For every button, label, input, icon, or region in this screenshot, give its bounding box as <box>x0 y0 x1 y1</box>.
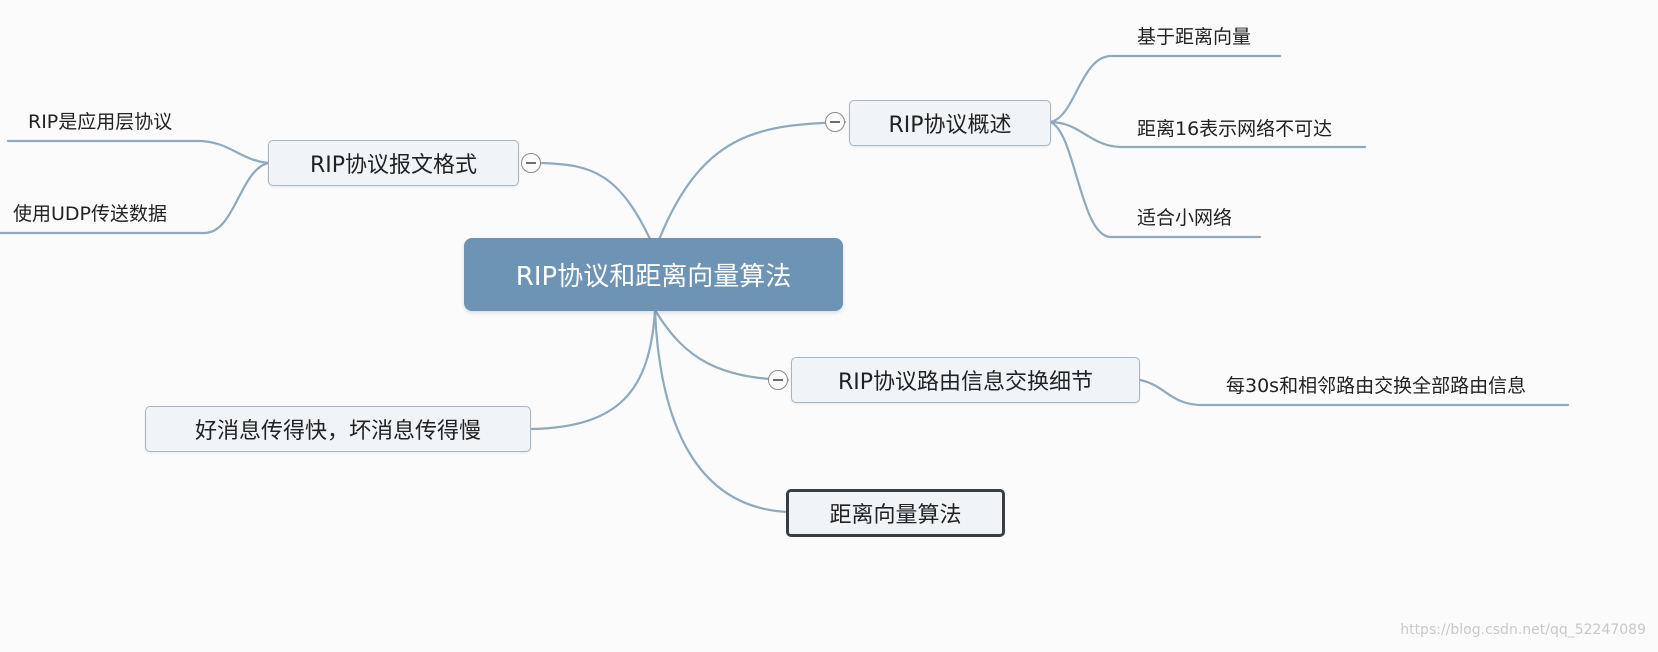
leaf-overview-3[interactable]: 适合小网络 <box>1137 203 1232 230</box>
topic-exchange[interactable]: RIP协议路由信息交换细节 <box>791 357 1140 403</box>
central-topic-label: RIP协议和距离向量算法 <box>515 262 792 292</box>
collapse-minus-icon[interactable] <box>768 370 788 390</box>
leaf-format-2-label: 使用UDP传送数据 <box>13 203 167 225</box>
connector-overview-leaf-1 <box>1048 54 1282 124</box>
connector-format-leaf-2 <box>0 161 270 235</box>
connector-format-leaf-1 <box>6 139 270 165</box>
leaf-format-1[interactable]: RIP是应用层协议 <box>28 107 172 134</box>
leaf-exchange-1[interactable]: 每30s和相邻路由交换全部路由信息 <box>1226 371 1526 398</box>
central-topic[interactable]: RIP协议和距离向量算法 <box>464 238 843 311</box>
topic-news-label: 好消息传得快，坏消息传得慢 <box>194 419 481 444</box>
connector-exchange-leaf-1 <box>1138 378 1570 407</box>
connector-central-news <box>530 308 657 431</box>
leaf-exchange-1-label: 每30s和相邻路由交换全部路由信息 <box>1226 375 1527 397</box>
topic-algorithm[interactable]: 距离向量算法 <box>786 489 1005 537</box>
topic-format[interactable]: RIP协议报文格式 <box>268 140 519 186</box>
collapse-minus-icon[interactable] <box>521 153 541 173</box>
watermark: https://blog.csdn.net/qq_52247089 <box>1400 622 1646 638</box>
connector-central-algorithm <box>653 308 790 514</box>
leaf-format-2[interactable]: 使用UDP传送数据 <box>13 199 167 226</box>
leaf-overview-1[interactable]: 基于距离向量 <box>1137 22 1251 49</box>
connector-overview-leaf-2 <box>1048 120 1367 149</box>
collapse-minus-icon[interactable] <box>825 112 845 132</box>
topic-overview[interactable]: RIP协议概述 <box>849 100 1051 146</box>
leaf-format-1-label: RIP是应用层协议 <box>28 111 173 133</box>
topic-overview-label: RIP协议概述 <box>888 113 1012 138</box>
leaf-overview-2-label: 距离16表示网络不可达 <box>1137 118 1333 140</box>
leaf-overview-3-label: 适合小网络 <box>1137 207 1233 229</box>
connector-overview-leaf-3 <box>1048 120 1262 239</box>
leaf-overview-2[interactable]: 距离16表示网络不可达 <box>1137 114 1332 141</box>
topic-algorithm-label: 距离向量算法 <box>829 503 962 528</box>
topic-format-label: RIP协议报文格式 <box>309 153 478 178</box>
topic-exchange-label: RIP协议路由信息交换细节 <box>837 370 1094 395</box>
connector-central-format <box>540 161 657 252</box>
connector-central-overview <box>653 120 847 252</box>
topic-news[interactable]: 好消息传得快，坏消息传得慢 <box>145 406 531 452</box>
leaf-overview-1-label: 基于距离向量 <box>1137 26 1252 48</box>
connector-central-exchange <box>653 308 790 382</box>
